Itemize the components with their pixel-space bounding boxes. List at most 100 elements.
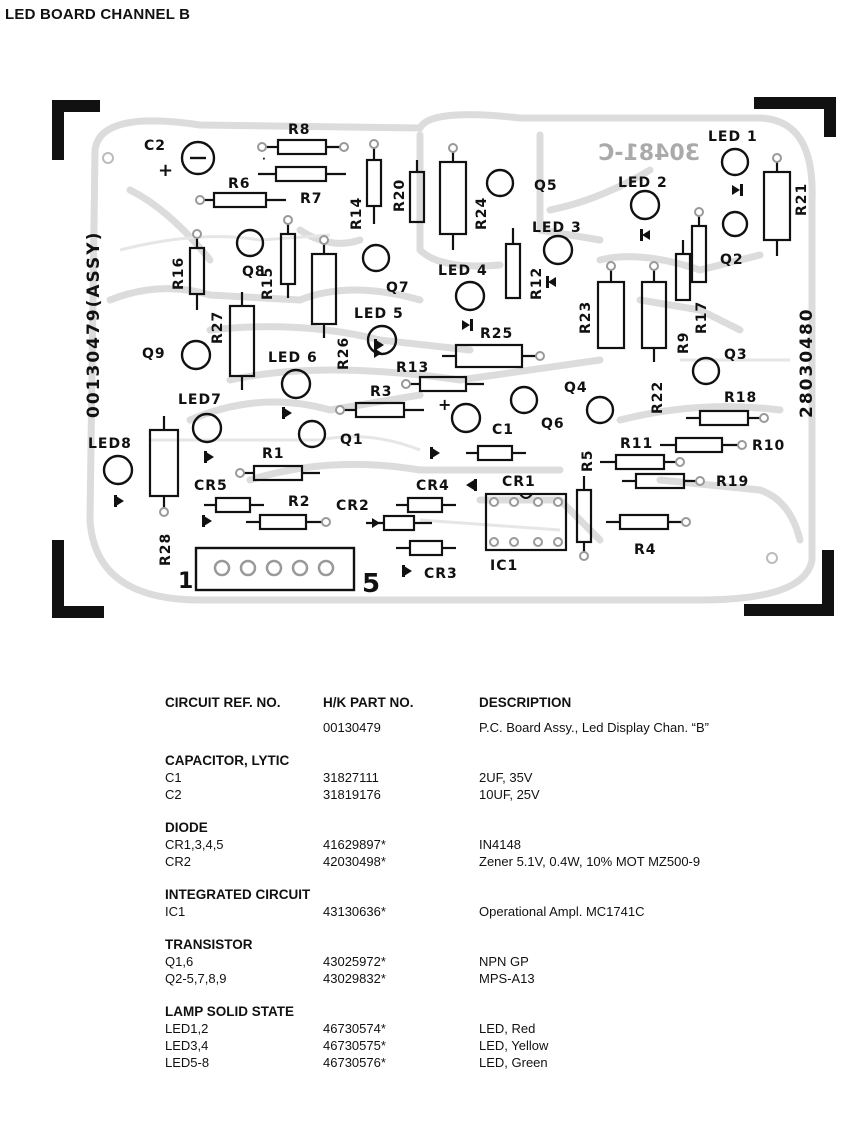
parts-list-header: CIRCUIT REF. NO. H/K PART NO. DESCRIPTIO…: [165, 694, 805, 711]
part-number: 31819176: [323, 787, 381, 802]
group-title: CAPACITOR, LYTIC: [165, 753, 290, 768]
part-row: LED3,4 46730575* LED, Yellow: [165, 1037, 805, 1054]
part-row: IC1 43130636* Operational Ampl. MC1741C: [165, 903, 805, 920]
label-r17: R17: [694, 301, 710, 334]
label-r18: R18: [724, 390, 757, 406]
assy-row: 00130479 P.C. Board Assy., Led Display C…: [165, 719, 805, 736]
label-led3: LED 3: [532, 220, 582, 236]
pcb-traces: [86, 111, 816, 604]
label-r20: R20: [392, 179, 408, 212]
label-q5: Q5: [534, 178, 558, 194]
group-header: LAMP SOLID STATE: [165, 1003, 805, 1020]
label-cr5: CR5: [194, 478, 228, 494]
part-row: LED1,2 46730574* LED, Red: [165, 1020, 805, 1037]
part-description: 10UF, 25V: [479, 787, 540, 802]
label-cr4: CR4: [416, 478, 450, 494]
label-led2: LED 2: [618, 175, 668, 191]
label-q8: Q8: [242, 264, 266, 280]
part-description: LED, Yellow: [479, 1038, 549, 1053]
label-r27: R27: [210, 311, 226, 344]
label-cr1: CR1: [502, 474, 536, 490]
group-header: DIODE: [165, 819, 805, 836]
label-r28: R28: [158, 533, 174, 566]
label-q2: Q2: [720, 252, 744, 268]
part-description: NPN GP: [479, 954, 529, 969]
part-ref: C2: [165, 787, 182, 802]
col-header-ref: CIRCUIT REF. NO.: [165, 695, 281, 710]
ic1-package: [484, 492, 568, 552]
part-description: LED, Red: [479, 1021, 536, 1036]
part-description: Operational Ampl. MC1741C: [479, 904, 645, 919]
label-c1: C1: [492, 422, 514, 438]
label-r21: R21: [794, 183, 810, 216]
part-number: 31827111: [323, 770, 379, 785]
connector-pin-5-label: 5: [362, 569, 380, 599]
label-r1: R1: [262, 446, 285, 462]
part-number: 43025972*: [323, 954, 386, 969]
label-r23: R23: [578, 301, 594, 334]
label-q3: Q3: [724, 347, 748, 363]
col-header-desc: DESCRIPTION: [479, 695, 572, 710]
label-led1: LED 1: [708, 129, 758, 145]
connector-strip: [194, 546, 356, 592]
label-r2: R2: [288, 494, 311, 510]
parts-list: CIRCUIT REF. NO. H/K PART NO. DESCRIPTIO…: [165, 694, 805, 1071]
label-q7: Q7: [386, 280, 410, 296]
group-header: INTEGRATED CIRCUIT: [165, 886, 805, 903]
label-led6: LED 6: [268, 350, 318, 366]
label-r25: R25: [480, 326, 513, 342]
label-r4: R4: [634, 542, 657, 558]
part-number: 41629897*: [323, 837, 386, 852]
group-header: CAPACITOR, LYTIC: [165, 752, 805, 769]
label-led4: LED 4: [438, 263, 488, 279]
group-title: LAMP SOLID STATE: [165, 1004, 295, 1019]
part-ref: IC1: [165, 904, 186, 919]
part-description: Zener 5.1V, 0.4W, 10% MOT MZ500-9: [479, 854, 701, 869]
part-ref: CR1,3,4,5: [165, 837, 224, 852]
part-ref: LED1,2: [165, 1021, 209, 1036]
assy-part-no: 00130479: [323, 720, 381, 735]
label-cr2: CR2: [336, 498, 370, 514]
label-r16: R16: [171, 257, 187, 290]
group-header: TRANSISTOR: [165, 936, 805, 953]
label-r13: R13: [396, 360, 429, 376]
label-r8: R8: [288, 122, 311, 138]
part-ref: Q2-5,7,8,9: [165, 971, 227, 986]
part-number: 43130636*: [323, 904, 386, 919]
diodes: [204, 444, 526, 557]
solder-pads: [159, 139, 782, 561]
part-number: 42030498*: [323, 854, 386, 869]
label-r26: R26: [336, 337, 352, 370]
board-part-number: 28030480: [797, 307, 817, 418]
label-r9: R9: [676, 331, 692, 354]
part-ref: LED3,4: [165, 1038, 209, 1053]
label-r22: R22: [650, 381, 666, 414]
connector-pin-1-label: 1: [178, 569, 193, 594]
group-title: TRANSISTOR: [165, 937, 253, 952]
label-q1: Q1: [340, 432, 364, 448]
label-r7: R7: [300, 191, 323, 207]
label-r24: R24: [474, 197, 490, 230]
label-r19: R19: [716, 474, 749, 490]
label-ic1: IC1: [490, 558, 518, 574]
assy-part-number: 00130479(ASSY): [84, 231, 104, 418]
part-ref: LED5-8: [165, 1055, 210, 1070]
part-number: 46730574*: [323, 1021, 386, 1036]
label-r15: R15: [260, 267, 276, 300]
label-r3: R3: [370, 384, 393, 400]
label-r11: R11: [620, 436, 653, 452]
board-etch-number: 30481-C: [598, 141, 700, 166]
svg-text:+: +: [438, 395, 451, 414]
polarity-markers: [114, 184, 743, 577]
svg-text:+: +: [158, 160, 173, 181]
part-number: 46730575*: [323, 1038, 386, 1053]
label-c2: C2: [144, 138, 166, 154]
label-r5: R5: [580, 449, 596, 472]
label-r10: R10: [752, 438, 785, 454]
label-r6: R6: [228, 176, 251, 192]
